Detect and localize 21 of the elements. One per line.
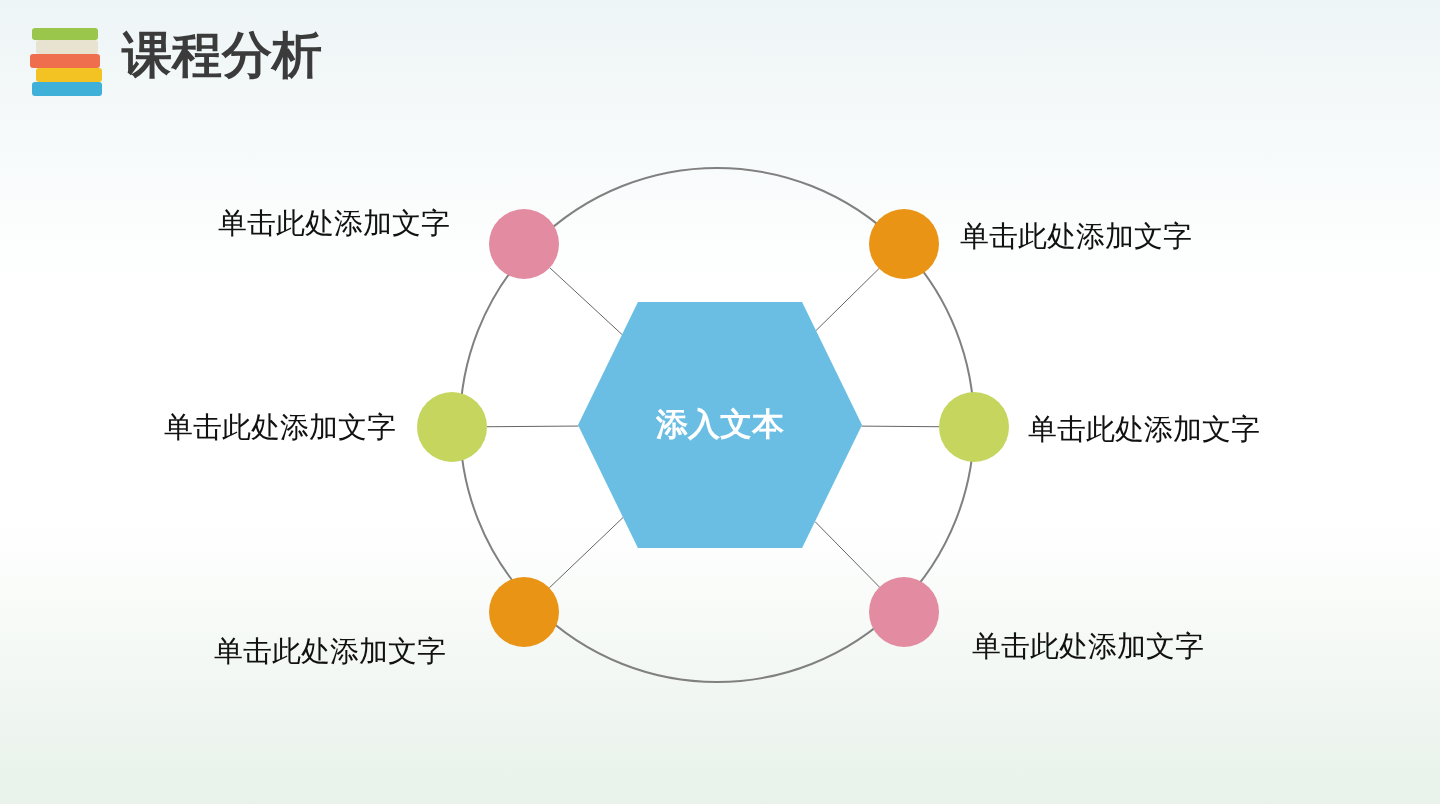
circle-node [869, 209, 939, 279]
circle-node [939, 392, 1009, 462]
circle-node [869, 577, 939, 647]
connector-line [549, 267, 623, 336]
circle-node [489, 209, 559, 279]
circle-node [489, 577, 559, 647]
text-label: 单击此处添加文字 [1028, 411, 1260, 448]
connector-line [486, 425, 579, 428]
connector-line [814, 521, 880, 588]
text-label: 单击此处添加文字 [214, 633, 446, 670]
text-label: 单击此处添加文字 [960, 218, 1192, 255]
connector-line [548, 517, 624, 589]
connector-line [860, 425, 940, 428]
text-label: 单击此处添加文字 [972, 628, 1204, 665]
node-label: 添入文本 [656, 404, 784, 445]
text-label: 单击此处添加文字 [164, 409, 396, 446]
hexagon-node [578, 302, 862, 548]
connector-line [815, 268, 880, 332]
circle-node [417, 392, 487, 462]
title: 课程分析 [122, 25, 322, 86]
text-label: 单击此处添加文字 [218, 205, 450, 242]
